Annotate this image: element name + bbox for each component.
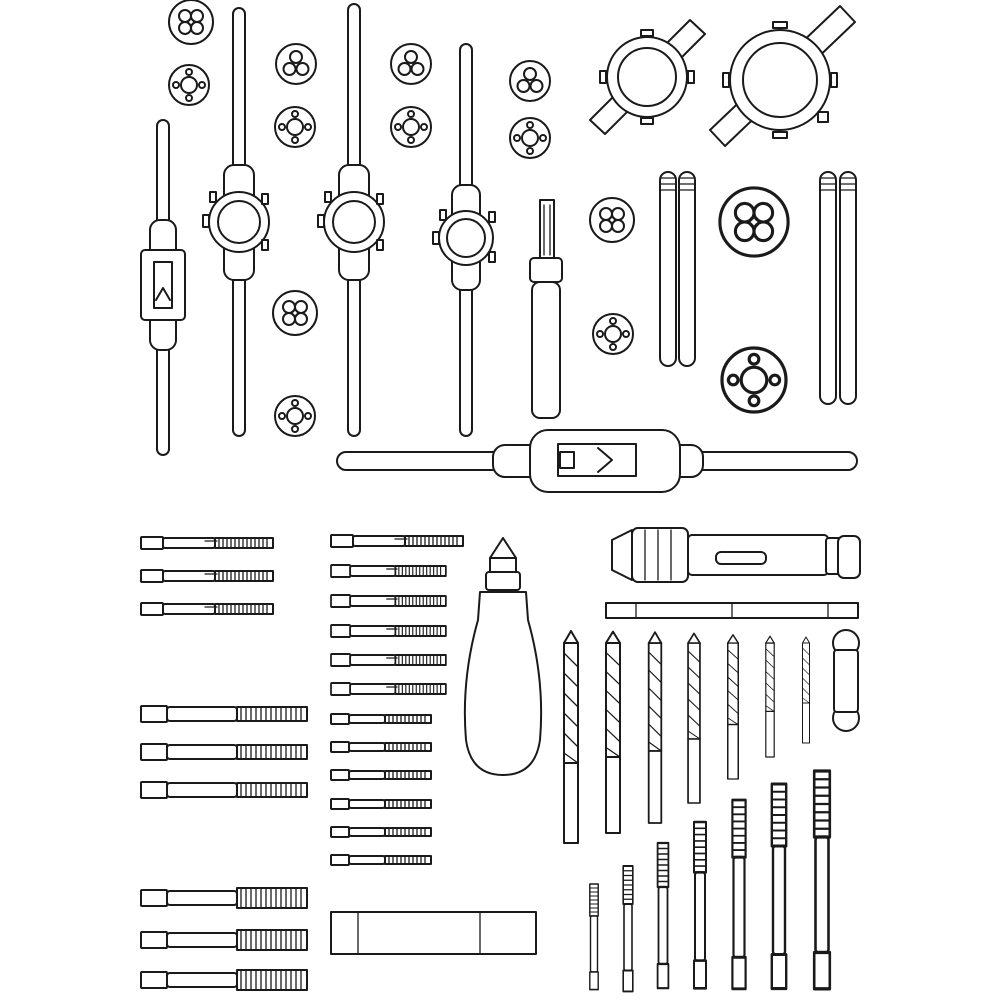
pin-vise bbox=[611, 527, 861, 583]
tap bbox=[140, 969, 308, 991]
screw-extractor-handle bbox=[463, 537, 543, 776]
tap bbox=[330, 594, 447, 608]
round-die bbox=[168, 64, 210, 106]
tap bbox=[140, 705, 308, 723]
thread-gauge bbox=[605, 602, 859, 619]
die-stock-small bbox=[589, 19, 706, 135]
die-wrench-3 bbox=[432, 43, 496, 437]
guide-rods-right bbox=[819, 171, 857, 405]
tap-vertical bbox=[588, 883, 600, 991]
tap-wrench-vertical bbox=[140, 119, 186, 456]
screwdriver-top bbox=[529, 199, 563, 419]
tap-vertical bbox=[692, 820, 708, 990]
round-die bbox=[168, 0, 214, 45]
round-die-large bbox=[592, 313, 634, 355]
round-die bbox=[509, 60, 551, 102]
die-stock-large bbox=[709, 5, 856, 147]
drill-bit bbox=[563, 630, 579, 844]
screw-extractor-bracket bbox=[832, 629, 860, 732]
round-die bbox=[274, 106, 316, 148]
tap-vertical bbox=[730, 798, 748, 991]
round-die-large bbox=[720, 346, 788, 414]
tap-vertical bbox=[812, 769, 832, 991]
drill-bit bbox=[687, 632, 701, 804]
round-die bbox=[274, 395, 316, 437]
tap-vertical bbox=[770, 782, 788, 991]
tap bbox=[330, 624, 447, 638]
round-die-large bbox=[589, 197, 635, 243]
round-die bbox=[390, 43, 432, 85]
tap bbox=[330, 534, 464, 548]
drill-bit bbox=[727, 634, 739, 780]
tap bbox=[140, 743, 308, 761]
tap bbox=[330, 769, 432, 781]
ruler bbox=[330, 911, 537, 955]
tap bbox=[140, 536, 274, 550]
round-die bbox=[509, 117, 551, 159]
tap bbox=[330, 854, 432, 866]
tap bbox=[140, 569, 274, 583]
tap bbox=[140, 602, 274, 616]
tap bbox=[330, 798, 432, 810]
tap-vertical bbox=[622, 865, 634, 993]
round-die-large bbox=[718, 186, 790, 258]
round-die bbox=[272, 290, 318, 336]
tap bbox=[330, 826, 432, 838]
drill-bit bbox=[802, 636, 810, 744]
die-wrench-2 bbox=[317, 3, 385, 437]
round-die bbox=[390, 106, 432, 148]
tap-vertical bbox=[656, 841, 670, 990]
guide-rods-left bbox=[659, 171, 696, 367]
tap bbox=[330, 741, 432, 753]
round-die bbox=[275, 43, 317, 85]
tap bbox=[330, 653, 447, 667]
die-wrench-1 bbox=[202, 7, 270, 437]
tap bbox=[140, 887, 308, 909]
tap bbox=[140, 929, 308, 951]
tap bbox=[330, 564, 447, 578]
tap bbox=[140, 781, 308, 799]
tap bbox=[330, 713, 432, 725]
drill-bit bbox=[765, 635, 775, 758]
tap-wrench-horizontal bbox=[336, 429, 858, 493]
tap bbox=[330, 682, 447, 696]
drill-bit bbox=[647, 631, 663, 824]
drill-bit bbox=[605, 630, 621, 834]
